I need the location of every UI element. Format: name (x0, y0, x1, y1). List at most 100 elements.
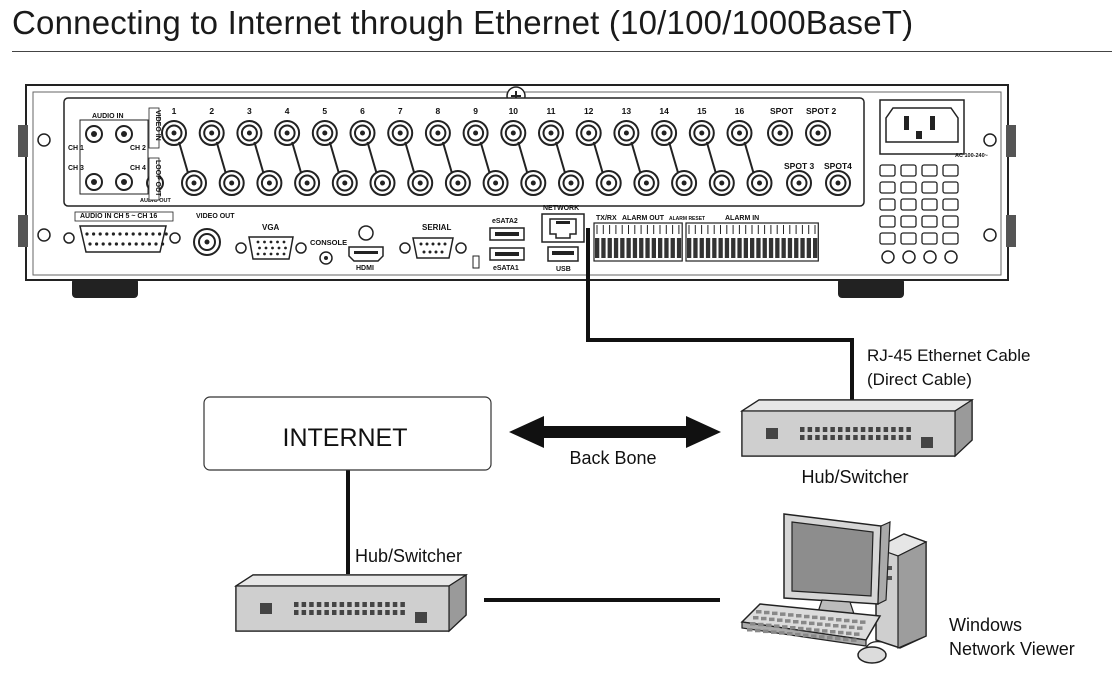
ch3-label: CH 3 (68, 165, 84, 172)
audio-jack-ch1 (85, 125, 103, 143)
channel-number: 12 (584, 106, 594, 116)
video-in-bnc (311, 120, 338, 146)
audio-out-label: AUDIO OUT (140, 198, 172, 204)
loop-out-bnc (218, 170, 245, 196)
loop-out-bnc (407, 170, 434, 196)
video-in-bnc (538, 120, 564, 146)
loop-out-label: LOOP OUT (154, 160, 161, 197)
txrx-label: TX/RX (596, 215, 617, 222)
hub-left-label: Hub/Switcher (355, 546, 462, 566)
internet-box: INTERNET (203, 396, 492, 471)
loop-out-bnc (595, 170, 622, 196)
alarm-reset-label: ALARM RESET (669, 216, 705, 222)
db25-connector (63, 225, 181, 253)
video-in-bnc (462, 120, 489, 146)
audio-jack-ch4 (115, 173, 133, 191)
hdmi-label: HDMI (356, 265, 374, 272)
video-in-bnc (387, 120, 414, 146)
spot1-bnc (767, 120, 793, 146)
audio-in-5-16-label: AUDIO IN CH 5 ~ CH 16 (80, 213, 157, 220)
spot4-label: SPOT4 (824, 161, 852, 171)
back-bone-arrow (509, 416, 721, 448)
pc-label-line1: Windows (949, 615, 1022, 635)
spot2-label: SPOT 2 (806, 106, 837, 116)
page-title: Connecting to Internet through Ethernet … (12, 4, 914, 41)
video-out-label: VIDEO OUT (196, 213, 235, 220)
console-jack (319, 251, 333, 265)
vga-label: VGA (262, 223, 280, 232)
video-in-bnc (688, 120, 715, 146)
audio-jack-ch2 (115, 125, 133, 143)
loop-out-bnc (708, 170, 735, 196)
dvr-rear-panel: AUDIO IN CH 1 CH 2 CH 3 CH 4 AUDIO OUT V… (18, 84, 1016, 298)
cable-label-line1: RJ-45 Ethernet Cable (867, 346, 1030, 365)
channel-number: 8 (436, 106, 441, 116)
spot3-label: SPOT 3 (784, 161, 815, 171)
esata1-label: eSATA1 (493, 265, 519, 272)
channel-number: 9 (473, 106, 478, 116)
console-label: CONSOLE (310, 238, 347, 247)
internet-label: INTERNET (283, 424, 408, 452)
pc-label-line2: Network Viewer (949, 639, 1075, 659)
loop-out-bnc (558, 170, 584, 196)
video-in-bnc (274, 120, 301, 146)
audio-jack-ch3 (85, 173, 103, 191)
video-in-bnc (651, 120, 678, 146)
cable-label-line2: (Direct Cable) (867, 370, 972, 389)
channel-number: 6 (360, 106, 365, 116)
ch2-label: CH 2 (130, 145, 146, 152)
hub-switcher-right (739, 398, 975, 458)
usb-port (547, 246, 579, 262)
channel-number: 2 (209, 106, 214, 116)
network-label: NETWORK (543, 205, 579, 212)
video-in-bnc (424, 120, 451, 146)
video-in-bnc (349, 120, 376, 146)
hub-right-label: Hub/Switcher (801, 467, 908, 487)
loop-out-bnc (444, 170, 471, 196)
loop-out-bnc (369, 170, 396, 196)
channel-number: 7 (398, 106, 403, 116)
loop-out-bnc (294, 170, 321, 196)
video-in-bnc (500, 120, 527, 146)
ch4-label: CH 4 (130, 165, 146, 172)
vent-grid (879, 164, 959, 264)
alarm-in-label: ALARM IN (725, 215, 759, 222)
channel-number: 13 (622, 106, 632, 116)
video-in-bnc (161, 120, 187, 146)
loop-out-bnc (256, 170, 283, 196)
loop-out-bnc (181, 170, 207, 196)
hub-switcher-left (233, 573, 469, 633)
alarm-terminal-blocks (593, 222, 819, 262)
channel-number: 16 (735, 106, 745, 116)
channel-number: 15 (697, 106, 707, 116)
loop-out-bnc (746, 170, 773, 196)
channel-number: 10 (509, 106, 519, 116)
channel-number: 11 (547, 106, 556, 116)
rj45-cable (586, 228, 854, 402)
ac-label: AC 100-240~ (955, 153, 988, 159)
spot4-bnc (825, 170, 851, 196)
windows-pc (740, 513, 928, 664)
alarm-out-label: ALARM OUT (622, 215, 665, 222)
video-out-bnc (193, 228, 221, 256)
spot2-bnc (805, 120, 831, 146)
loop-out-bnc (671, 170, 698, 196)
back-bone-label: Back Bone (569, 448, 656, 468)
serial-port (399, 237, 467, 259)
loop-out-bnc (482, 170, 509, 196)
channel-number: 1 (172, 106, 177, 116)
esata1-port (489, 247, 525, 261)
vga-port (235, 236, 307, 260)
video-in-bnc (236, 120, 263, 146)
video-in-bnc (198, 120, 225, 146)
ch1-label: CH 1 (68, 145, 84, 152)
audio-in-label: AUDIO IN (92, 113, 124, 120)
channel-number: 5 (322, 106, 327, 116)
serial-label: SERIAL (422, 223, 451, 232)
ac-power-inlet (879, 99, 965, 155)
loop-out-bnc (520, 170, 547, 196)
esata2-label: eSATA2 (492, 218, 518, 225)
hdmi-port (348, 246, 384, 262)
